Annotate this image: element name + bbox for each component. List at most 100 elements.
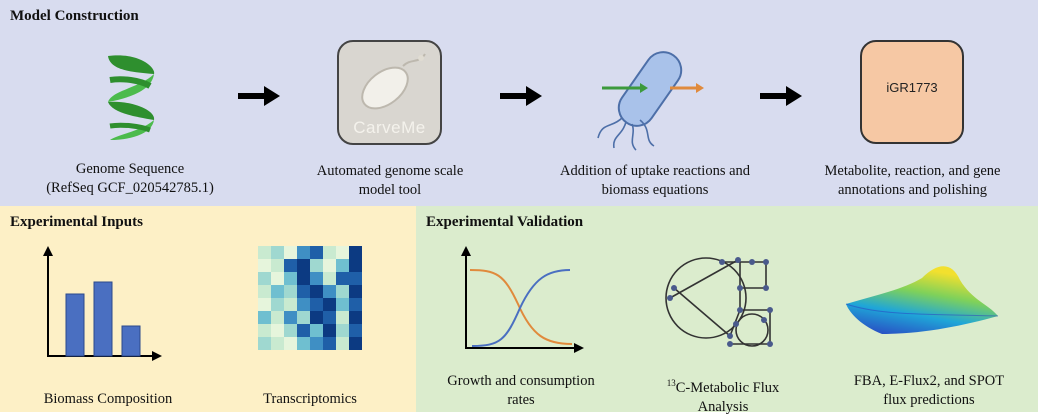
heatmap-cell [297,337,310,350]
heatmap-cell [258,246,271,259]
heatmap-cell [323,311,336,324]
heatmap-cell [310,311,323,324]
heatmap-cell [310,285,323,298]
transcriptomics-caption: Transcriptomics [263,391,357,407]
heatmap-cell [297,285,310,298]
bacterium-icon [597,51,704,151]
heatmap-cell [336,298,349,311]
heatmap-cell [349,272,362,285]
heatmap-cell [336,337,349,350]
model-box-icon: iGR1773 [860,40,964,144]
heatmap-cell [349,259,362,272]
heatmap-cell [336,272,349,285]
heatmap-cell [297,259,310,272]
heatmap-cell [323,259,336,272]
heatmap-cell [284,259,297,272]
heatmap-cell [310,259,323,272]
heatmap-cell [310,324,323,337]
heatmap-cell [336,259,349,272]
heatmap-cell [349,285,362,298]
experimental-validation-panel: Experimental Validation Growth and consu… [416,206,1038,415]
caption-line: annotations and polishing [837,182,987,198]
experimental-validation-title: Experimental Validation [426,214,584,230]
heatmap-cell [284,324,297,337]
heatmap-cell [284,285,297,298]
flux-surface-icon [845,266,999,334]
arrow-right-icon [500,86,542,106]
heatmap-cell [271,337,284,350]
heatmap-cell [349,337,362,350]
biomass-composition-caption: Biomass Composition [43,391,173,407]
heatmap-cell [349,324,362,337]
caption-line: FBA, E-Flux2, and SPOT [853,373,1005,389]
heatmap-cell [297,272,310,285]
heatmap-cell [271,324,284,337]
heatmap-cell [271,298,284,311]
caption-text: C-Metabolic Flux [675,379,780,396]
heatmap-cell [323,324,336,337]
heatmap-cell [284,298,297,311]
heatmap-cell [323,246,336,259]
bar-mark [65,293,85,357]
heatmap-cell [297,324,310,337]
heatmap-cell [310,246,323,259]
heatmap-icon [258,246,362,350]
annotations-caption: Metabolite, reaction, and gene annotatio… [795,162,1030,200]
carveme-logo-icon: CarveMe [337,40,442,145]
caption-line: Growth and consumption [447,373,595,389]
heatmap-cell [336,285,349,298]
heatmap-cell [284,337,297,350]
dna-helix-icon [108,55,155,140]
caption-line: Genome Sequence [75,161,185,177]
caption-line: Analysis [697,398,749,415]
growth-curves-icon [461,246,584,353]
caption-line: Addition of uptake reactions and [559,163,751,179]
heatmap-cell [271,285,284,298]
arrow-right-icon [760,86,802,106]
heatmap-cell [336,246,349,259]
heatmap-cell [323,272,336,285]
heatmap-cell [271,272,284,285]
heatmap-cell [336,324,349,337]
bar-mark [93,281,113,357]
caption-line: Metabolite, reaction, and gene [824,163,1001,179]
heatmap-cell [323,298,336,311]
growth-rates-caption: Growth and consumption rates [421,372,621,410]
caption-line: rates [507,392,535,408]
heatmap-cell [271,311,284,324]
model-construction-panel: Model Construction Genome Sequence (RefS… [0,0,1038,206]
metabolic-network-icon [665,257,773,347]
arrow-right-icon [238,86,280,106]
genome-sequence-caption: Genome Sequence (RefSeq GCF_020542785.1) [20,160,240,198]
heatmap-cell [310,337,323,350]
heatmap-cell [271,246,284,259]
heatmap-cell [310,298,323,311]
heatmap-cell [349,246,362,259]
caption-line: (RefSeq GCF_020542785.1) [46,180,214,196]
heatmap-cell [284,272,297,285]
heatmap-cell [323,285,336,298]
heatmap-cell [284,246,297,259]
bar-mark [121,325,141,357]
flux-predictions-caption: FBA, E-Flux2, and SPOT flux predictions [824,372,1034,410]
heatmap-cell [258,311,271,324]
caption-line: flux predictions [883,392,975,408]
heatmap-cell [349,298,362,311]
heatmap-cell [297,311,310,324]
heatmap-cell [258,324,271,337]
model-name-label: iGR1773 [886,80,938,95]
caption-line: Automated genome scale [316,163,464,179]
heatmap-cell [258,285,271,298]
metabolic-flux-caption: 13C-Metabolic Flux Analysis [628,374,818,417]
heatmap-cell [297,298,310,311]
automated-tool-caption: Automated genome scale model tool [280,162,500,200]
heatmap-cell [258,272,271,285]
heatmap-cell [258,259,271,272]
isotope-superscript: 13 [666,378,676,388]
model-construction-title: Model Construction [10,8,139,24]
bacterium-logo-icon [361,53,426,110]
experimental-inputs-title: Experimental Inputs [10,214,143,230]
bar-chart-icon [43,246,162,361]
caption-line: biomass equations [601,182,709,198]
heatmap-cell [297,246,310,259]
